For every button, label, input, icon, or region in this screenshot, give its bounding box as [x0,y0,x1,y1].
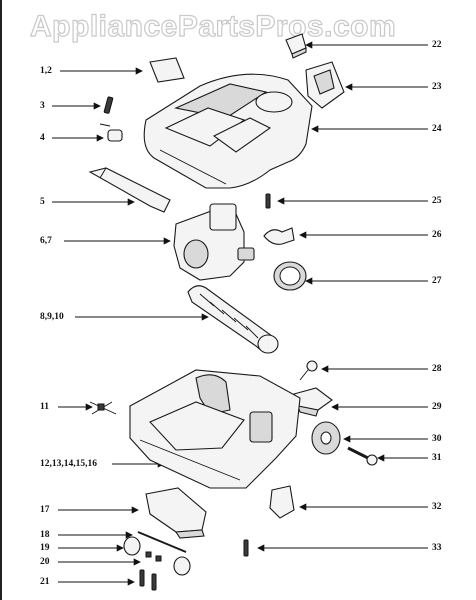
callout-label-11: 11 [40,402,49,412]
callout-label-27: 27 [432,276,442,286]
axle-part-31 [347,446,378,466]
rod-part-18 [137,531,187,553]
callout-label-19: 19 [40,543,50,553]
callout-label-17: 17 [40,505,50,515]
axle-part-11 [89,401,117,415]
latch-part-32 [269,485,295,519]
callout-label-6-7: 6,7 [40,236,52,246]
callout-label-22: 22 [432,40,442,50]
callout-label-5: 5 [40,197,45,207]
watermark: AppliancePartsPros.com [29,9,397,43]
callout-label-4: 4 [40,133,45,143]
filter-pad-part [149,57,185,83]
callout-label-33: 33 [432,543,442,553]
callout-label-3: 3 [40,101,45,111]
callout-label-25: 25 [432,196,442,206]
callout-label-31: 31 [432,453,442,463]
wheel-part-30 [311,421,341,455]
base-part-12-16 [129,369,301,489]
clip-part-26 [263,227,295,245]
callout-label-12-16: 12,13,14,15,16 [40,459,97,469]
leader-lines-left [52,67,209,586]
knob-part-4 [99,123,123,142]
motor-part-6-7 [173,203,255,281]
screw-part-33 [243,539,249,557]
callout-label-26: 26 [432,230,442,240]
callout-label-24: 24 [432,124,442,134]
callout-label-18: 18 [40,530,50,540]
callout-label-30: 30 [432,434,442,444]
screw-part-25 [265,193,271,209]
nozzle-part-17 [145,487,207,539]
pin-part-28 [299,360,318,381]
leader-lines-right [257,41,428,552]
brushroll-part-8-9-10 [187,285,279,354]
belt-ring-part-27 [273,261,307,291]
callout-label-23: 23 [432,82,442,92]
bracket-part-23 [305,61,345,109]
callout-label-1-2: 1,2 [40,66,52,76]
callout-label-28: 28 [432,364,442,374]
screw-part-3 [103,96,114,114]
callout-label-29: 29 [432,402,442,412]
hood-cover-part-24 [143,73,313,189]
left-border-line [0,0,2,600]
callout-label-21: 21 [40,577,50,587]
latch-part-22 [285,33,307,59]
wheel-part-19 [123,536,191,576]
callout-label-8-9-10: 8,9,10 [40,312,64,322]
bushing-part-20 [145,551,162,562]
callout-label-32: 32 [432,502,442,512]
callout-label-20: 20 [40,557,50,567]
screw-part-21 [139,569,157,591]
bumper-strip-part-5 [88,167,171,213]
